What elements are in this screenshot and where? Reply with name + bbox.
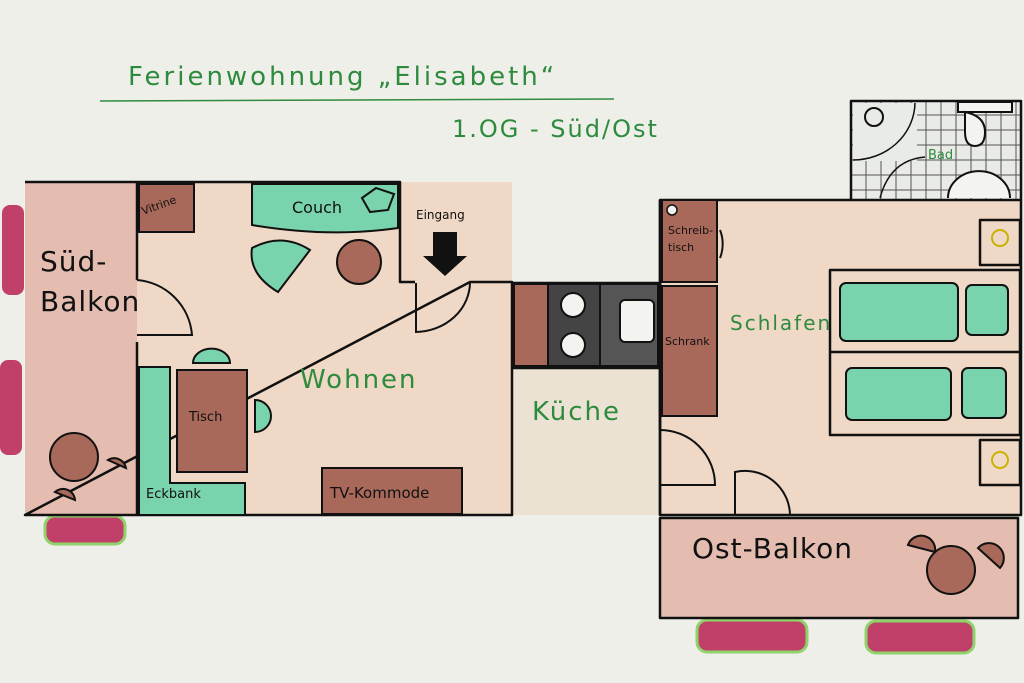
title-underline bbox=[99, 98, 615, 102]
lamp-icon bbox=[991, 451, 1009, 469]
plant-icon bbox=[0, 205, 976, 655]
ost-balkon-table bbox=[926, 545, 976, 595]
sink-icon bbox=[947, 170, 1011, 199]
bad-door-swing bbox=[879, 156, 926, 199]
armchair bbox=[250, 239, 312, 294]
entrance-arrow-icon bbox=[423, 232, 467, 276]
couch bbox=[251, 183, 399, 234]
balkon-chair bbox=[105, 457, 128, 470]
stove-burner-icon bbox=[560, 332, 586, 358]
door-swings bbox=[136, 229, 791, 516]
shower-drain-icon bbox=[864, 107, 884, 127]
room-kueche: Küche bbox=[532, 397, 622, 427]
label-schrank: Schrank bbox=[665, 335, 710, 348]
tv-kommode bbox=[321, 467, 463, 515]
label-tv-kommode: TV-Kommode bbox=[330, 484, 430, 502]
balkon-chair bbox=[53, 487, 77, 502]
nightstand bbox=[965, 284, 1009, 336]
ost-balkon-chair bbox=[976, 542, 1005, 570]
ost-balkon-chair bbox=[906, 534, 937, 554]
balkon-table bbox=[49, 432, 99, 482]
room-schlafen: Schlafen bbox=[730, 311, 833, 335]
sink-icon bbox=[619, 299, 655, 343]
vitrine bbox=[138, 183, 195, 233]
bed bbox=[839, 282, 959, 342]
room-ost-balkon: Ost-Balkon bbox=[692, 532, 853, 565]
tisch bbox=[176, 369, 248, 473]
page-title: Ferienwohnung „Elisabeth“ bbox=[128, 62, 558, 92]
nightstand bbox=[961, 367, 1007, 419]
lamp-icon bbox=[991, 229, 1009, 247]
schlafen-floor bbox=[660, 200, 1020, 515]
label-tisch: Tisch bbox=[189, 410, 223, 425]
chair bbox=[254, 398, 272, 434]
eckbank bbox=[138, 366, 246, 516]
label-eckbank: Eckbank bbox=[146, 487, 201, 502]
stove-burner-icon bbox=[560, 292, 586, 318]
page-subtitle: 1.OG - Süd/Ost bbox=[452, 115, 659, 143]
room-sued-balkon: Süd- Balkon bbox=[40, 245, 141, 318]
lamp-icon bbox=[666, 204, 678, 216]
couch-pillow-icon bbox=[360, 186, 396, 214]
label-couch: Couch bbox=[292, 198, 343, 217]
label-schreibtisch: Schreib- tisch bbox=[668, 224, 714, 254]
bed bbox=[845, 367, 952, 421]
kitchen-cabinet bbox=[513, 283, 549, 367]
room-bad: Bad bbox=[928, 148, 954, 163]
label-eingang: Eingang bbox=[416, 208, 465, 222]
shower-icon bbox=[852, 102, 916, 161]
room-wohnen: Wohnen bbox=[300, 365, 418, 395]
chair bbox=[191, 347, 232, 364]
coffee-table bbox=[336, 239, 382, 285]
schrank bbox=[661, 285, 718, 417]
walls bbox=[23, 99, 1023, 620]
